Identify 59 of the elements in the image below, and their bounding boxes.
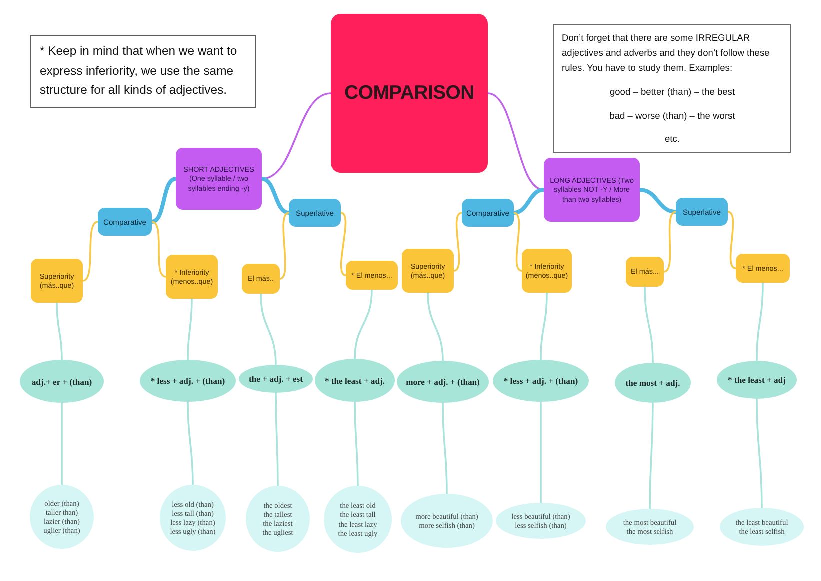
connector-line — [354, 290, 373, 360]
branch-box — [289, 199, 341, 227]
note-text: Don’t forget that there are some IRREGULAR adjectives and adverbs and they don’t follow these rules. You have to study them. Examples: — [562, 32, 771, 75]
formula-text: the most + adj. — [626, 378, 680, 388]
connector-line — [354, 402, 359, 486]
connector-line — [756, 282, 764, 362]
note-box — [30, 35, 256, 108]
connector-line — [540, 402, 542, 503]
connector-line — [514, 212, 522, 272]
connector-line — [262, 177, 290, 215]
subtype-box — [346, 261, 398, 290]
branch-box — [462, 199, 514, 227]
formula-text: * the least + adj — [728, 375, 786, 385]
connector-line — [187, 299, 193, 360]
connector-line — [728, 211, 736, 270]
formula-text: * less + adj. + (than) — [504, 376, 578, 386]
connector-line — [151, 177, 177, 224]
note-box — [553, 24, 791, 154]
main-topic-box — [331, 14, 488, 173]
branch-box — [98, 208, 152, 236]
subtype-box — [166, 255, 218, 299]
connector-line — [540, 292, 548, 360]
main-topic-label: COMPARISON — [344, 82, 474, 105]
connector-line — [454, 212, 462, 272]
note-text: bad – worse (than) – the worst — [608, 110, 736, 123]
formula-text: more + adj. + (than) — [406, 377, 480, 387]
connector-line — [56, 302, 63, 360]
subtype-box — [242, 264, 280, 294]
subtype-box — [31, 259, 83, 303]
category-box — [544, 158, 640, 222]
connector-line — [644, 286, 654, 364]
connector-line — [187, 402, 194, 485]
note-text: * Keep in mind that when we want to express inferiority, we use the same structure for all kinds of adjectives. — [40, 43, 238, 100]
formula-text: * less + adj. + (than) — [150, 376, 226, 386]
connector-line — [664, 211, 676, 273]
connector-line — [280, 212, 290, 280]
note-text: good – better (than) – the best — [608, 86, 736, 99]
connector-line — [260, 294, 277, 366]
formula-text: the + adj. + est — [249, 374, 303, 384]
branch-box — [676, 198, 728, 226]
subtype-box — [736, 254, 790, 283]
connector-line — [82, 221, 98, 282]
formula-text: * the least + adj. — [324, 376, 386, 386]
connector-line — [427, 292, 444, 362]
note-text: etc. — [664, 133, 681, 146]
category-box — [176, 148, 262, 210]
connector-line — [275, 393, 279, 486]
connector-line — [756, 399, 763, 508]
connector-line — [152, 221, 166, 278]
connector-line — [640, 188, 676, 214]
subtype-box — [626, 257, 664, 287]
connector-line — [340, 212, 347, 276]
subtype-box — [402, 249, 454, 293]
connector-line — [61, 403, 63, 485]
subtype-box — [522, 249, 572, 293]
formula-text: adj.+ er + (than) — [32, 376, 92, 386]
connector-line — [442, 403, 448, 494]
connector-line — [514, 188, 544, 215]
connector-line — [649, 403, 654, 509]
